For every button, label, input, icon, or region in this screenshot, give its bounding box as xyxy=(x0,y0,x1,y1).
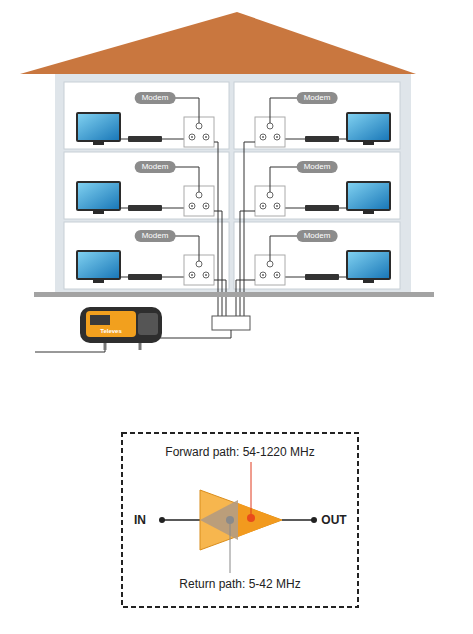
brand-label: Televes xyxy=(100,328,122,334)
node-text: Modem xyxy=(304,93,331,102)
modem-label: Modem xyxy=(135,92,176,104)
node-text: Modem xyxy=(142,231,169,240)
port-label: OUT xyxy=(321,513,346,527)
port-label: IN xyxy=(134,513,146,527)
node-text: Modem xyxy=(142,162,169,171)
return-path-label: Return path: 5-42 MHz xyxy=(179,577,300,591)
modem-label: Modem xyxy=(297,230,338,242)
node-text: Modem xyxy=(142,93,169,102)
node-text: Modem xyxy=(304,231,331,240)
forward-path-label: Forward path: 54-1220 MHz xyxy=(165,445,314,459)
modem-label: Modem xyxy=(135,161,176,173)
modem-label: Modem xyxy=(135,230,176,242)
node-text: Modem xyxy=(304,162,331,171)
modem-label: Modem xyxy=(297,92,338,104)
modem-label: Modem xyxy=(297,161,338,173)
